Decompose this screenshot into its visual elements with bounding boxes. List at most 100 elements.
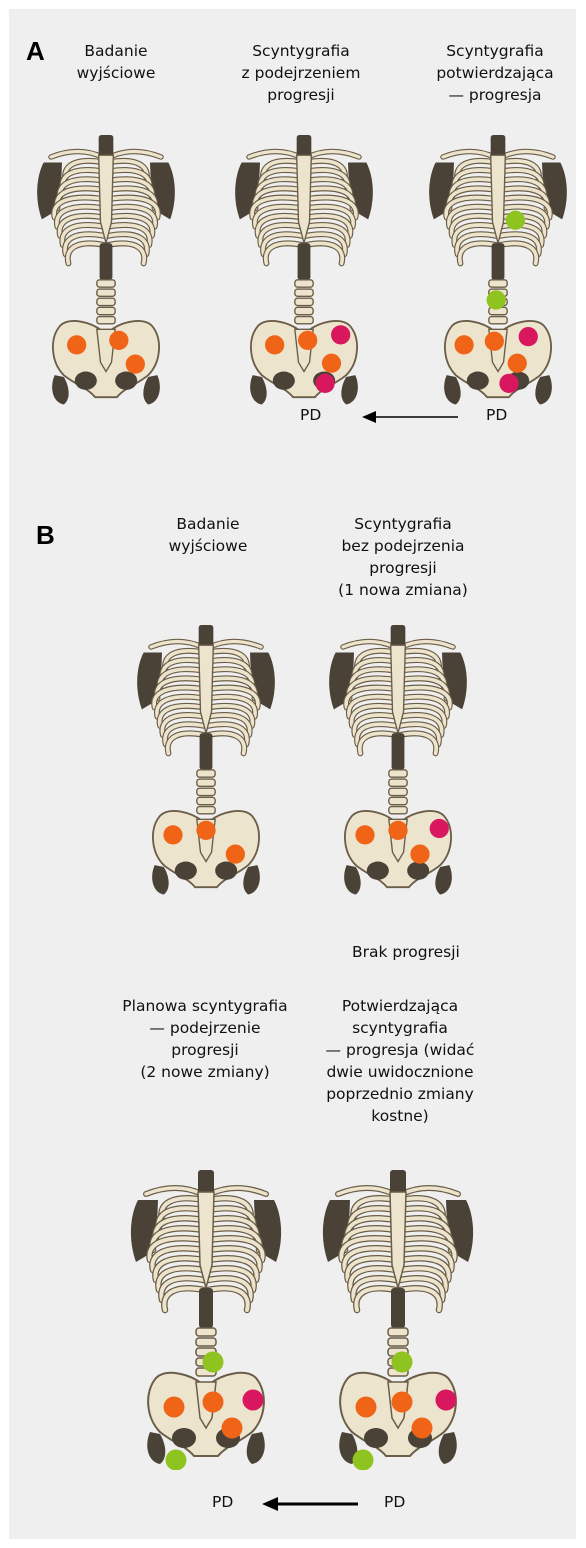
lumbar-vertebra	[97, 307, 115, 314]
lesion-confirmation	[392, 1352, 413, 1373]
lumbar-vertebra	[196, 1338, 216, 1346]
lumbar-vertebra	[388, 1328, 408, 1336]
lumbar-vertebra	[295, 298, 313, 305]
lesion-new	[331, 325, 350, 344]
lesion-baseline	[265, 335, 284, 354]
lumbar-vertebra	[389, 779, 407, 786]
femur-right	[143, 375, 160, 404]
femur-left	[52, 375, 69, 404]
obturator-left	[75, 372, 97, 390]
lesion-baseline	[203, 1392, 224, 1413]
lesion-new	[519, 327, 538, 346]
obturator-left	[364, 1428, 388, 1448]
skeleton-bones	[323, 1170, 473, 1464]
thoracic-spine	[100, 243, 113, 280]
lumbar-vertebra	[389, 770, 407, 777]
lumbar-vertebra	[197, 807, 215, 814]
lumbar-vertebra	[97, 280, 115, 287]
lesion-new	[243, 1390, 264, 1411]
lumbar-vertebra	[489, 280, 507, 287]
lesion-baseline	[164, 1397, 185, 1418]
obturator-left	[175, 862, 197, 880]
obturator-left	[172, 1428, 196, 1448]
skeleton-a1	[26, 135, 186, 410]
lumbar-vertebra	[197, 779, 215, 786]
lesion-baseline	[163, 825, 182, 844]
skeleton-a3	[418, 135, 578, 410]
lumbar-vertebra	[295, 317, 313, 324]
skeleton-bones	[131, 1170, 281, 1464]
lesion-baseline	[508, 354, 527, 373]
skeleton-bones	[329, 625, 467, 895]
sternum	[198, 1192, 214, 1288]
panel-a-caption-suspected: Scyntygrafia z podejrzeniem progresji	[216, 40, 386, 106]
lesion-baseline	[226, 845, 245, 864]
lesion-new	[430, 819, 449, 838]
thoracic-spine	[200, 733, 213, 770]
lumbar-vertebra	[388, 1338, 408, 1346]
lumbar-vertebra	[196, 1328, 216, 1336]
lesion-confirmation	[203, 1352, 224, 1373]
panel-b-letter: B	[36, 520, 55, 551]
panel-a-caption-confirmed: Scyntygrafia potwierdzająca — progresja	[410, 40, 580, 106]
sternum	[99, 155, 114, 243]
thoracic-spine	[391, 1288, 405, 1328]
lesion-baseline	[355, 825, 374, 844]
skeleton-b4	[318, 1170, 478, 1470]
femur-right	[439, 1432, 457, 1464]
skeleton-bones	[137, 625, 275, 895]
femur-left	[344, 865, 361, 894]
lumbar-vertebra	[295, 280, 313, 287]
obturator-left	[367, 862, 389, 880]
lesion-baseline	[485, 332, 504, 351]
femur-left	[147, 1432, 165, 1464]
femur-right	[243, 865, 260, 894]
panel-b-caption-baseline: Badanie wyjściowe	[118, 513, 298, 557]
lesion-baseline	[356, 1397, 377, 1418]
thoracic-spine	[392, 733, 405, 770]
lumbar-vertebra	[389, 807, 407, 814]
lesion-confirmation	[506, 211, 525, 230]
thoracic-spine	[199, 1288, 213, 1328]
lesion-baseline	[410, 845, 429, 864]
sternum	[491, 155, 506, 243]
lesion-confirmation	[166, 1450, 187, 1471]
lesion-confirmation	[353, 1450, 374, 1471]
skeleton-bones	[37, 135, 175, 405]
thoracic-spine	[492, 243, 505, 280]
femur-left	[152, 865, 169, 894]
panel-b-caption-confirming: Potwierdzająca scyntygrafia — progresja …	[310, 995, 490, 1127]
skeleton-bones	[429, 135, 567, 405]
femur-right	[435, 865, 452, 894]
obturator-right	[407, 862, 429, 880]
lumbar-vertebra	[197, 788, 215, 795]
sternum	[391, 645, 406, 733]
panel-b-pd-right: PD	[384, 1493, 405, 1511]
lesion-baseline	[109, 331, 128, 350]
lesion-baseline	[298, 331, 317, 350]
lesion-new	[315, 374, 334, 393]
femur-right	[341, 375, 358, 404]
panel-b-caption-no-suspicion: Scyntygrafia bez podejrzenia progresji (…	[318, 513, 488, 601]
lesion-baseline	[67, 335, 86, 354]
lesion-new	[499, 374, 518, 393]
skeleton-b1	[126, 625, 286, 900]
sternum	[199, 645, 214, 733]
panel-b-no-progression: Brak progresji	[352, 943, 460, 961]
lesion-baseline	[196, 821, 215, 840]
lesion-baseline	[412, 1418, 433, 1439]
femur-left	[444, 375, 461, 404]
lesion-baseline	[222, 1418, 243, 1439]
thoracic-spine	[298, 243, 311, 280]
panel-a-pd-right: PD	[486, 406, 507, 424]
panel-a-pd-left: PD	[300, 406, 321, 424]
skeleton-a2	[224, 135, 384, 410]
obturator-right	[115, 372, 137, 390]
lumbar-vertebra	[389, 788, 407, 795]
lumbar-vertebra	[489, 317, 507, 324]
femur-right	[535, 375, 552, 404]
panel-a-caption-baseline: Badanie wyjściowe	[36, 40, 196, 84]
lumbar-vertebra	[389, 797, 407, 804]
panel-b-caption-planned: Planowa scyntygrafia — podejrzenie progr…	[110, 995, 300, 1083]
lesion-baseline	[388, 821, 407, 840]
